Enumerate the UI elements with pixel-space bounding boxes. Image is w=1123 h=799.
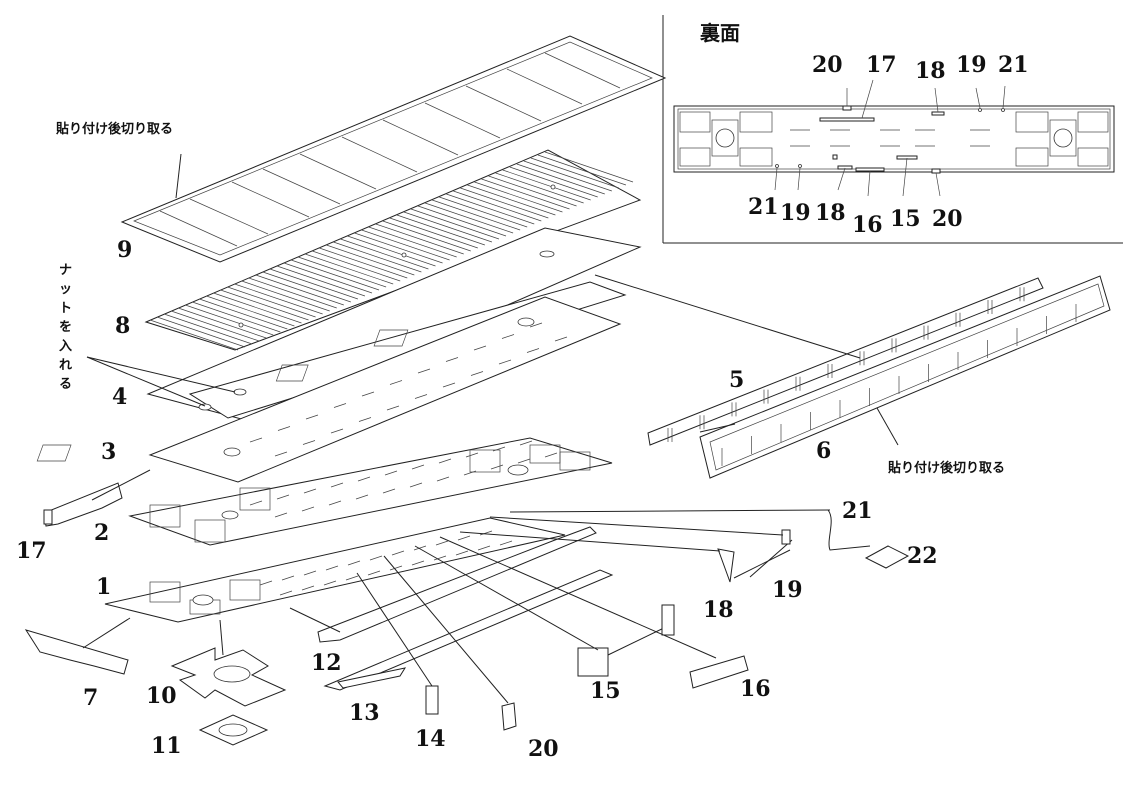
note-cut-after-side: 貼り付け後切り取る <box>888 460 1005 476</box>
part-13-step-rail <box>323 569 614 691</box>
inset-callout-19-bottom: 19 <box>780 200 811 226</box>
inset-callout-15: 15 <box>890 206 921 232</box>
part-9-roof-frame <box>120 35 667 263</box>
leader-lines <box>82 153 899 704</box>
inset-title: 裏面 <box>699 21 740 45</box>
note-nut-char: ナ <box>59 263 72 278</box>
note-nut-char: ッ <box>59 282 72 297</box>
callout-5: 5 <box>729 367 744 393</box>
callout-8: 8 <box>115 313 130 339</box>
part-5-side-panel <box>647 277 1044 446</box>
part-12-side-sill <box>317 526 597 643</box>
inset-callout-16: 16 <box>852 212 883 238</box>
part-3-floor-plate <box>36 296 622 483</box>
inset-bottom-callouts: 21 19 18 16 15 20 <box>748 194 963 238</box>
note-cut-after-roof: 貼り付け後切り取る <box>56 121 173 137</box>
callout-2: 2 <box>94 520 109 546</box>
note-nut-char: れ <box>59 358 72 373</box>
part-16-bracket <box>689 655 749 689</box>
part-22-plate <box>864 545 910 569</box>
callout-22: 22 <box>907 543 938 569</box>
note-nut-char: る <box>59 377 72 392</box>
inset-callout-18-bottom: 18 <box>815 200 846 226</box>
part-2-lower-floor <box>128 437 613 546</box>
part-6-side-window-frame <box>699 275 1111 479</box>
part-15-connector <box>577 604 675 677</box>
inset-callout-20-bottom: 20 <box>932 206 963 232</box>
callout-11: 11 <box>151 733 182 759</box>
callout-7: 7 <box>83 685 98 711</box>
note-nut-char: ト <box>59 301 72 316</box>
callout-1: 1 <box>96 574 111 600</box>
inset-callout-19-top: 19 <box>956 52 987 78</box>
callout-10: 10 <box>146 683 177 709</box>
inset-leaders <box>774 79 1006 197</box>
inset-callout-18-top: 18 <box>915 58 946 84</box>
callout-17: 17 <box>16 538 47 564</box>
bottom-view-inset: 裏面 <box>662 15 1123 244</box>
note-nut-char: 入 <box>59 339 72 354</box>
callout-4: 4 <box>112 384 127 410</box>
part-10-bogie-plate <box>170 647 287 707</box>
inset-callout-21-bottom: 21 <box>748 194 779 220</box>
inset-top-callouts: 20 17 18 19 21 <box>812 52 1029 84</box>
callout-13: 13 <box>349 700 380 726</box>
inset-callout-20-top: 20 <box>812 52 843 78</box>
part-19-rod <box>749 529 793 578</box>
note-nut-char: を <box>59 320 72 335</box>
callout-12: 12 <box>311 650 342 676</box>
part-callouts: 9 8 4 3 2 17 1 7 10 11 12 13 14 20 15 16… <box>16 237 938 762</box>
callout-3: 3 <box>101 439 116 465</box>
callout-16: 16 <box>740 676 771 702</box>
part-11-bogie-base <box>198 714 269 746</box>
callout-14: 14 <box>415 726 446 752</box>
callout-20: 20 <box>528 736 559 762</box>
callout-21: 21 <box>842 498 873 524</box>
callout-18: 18 <box>703 597 734 623</box>
inset-callout-21-top: 21 <box>998 52 1029 78</box>
callout-6: 6 <box>816 438 831 464</box>
callout-9: 9 <box>117 237 132 263</box>
part-8-roof <box>144 149 642 351</box>
part-14-clip <box>425 685 439 715</box>
part-17-bracket <box>43 482 123 527</box>
part-7-end-plate <box>24 629 129 675</box>
inset-underframe <box>673 105 1115 174</box>
part-20-clip <box>501 702 517 731</box>
note-insert-nut: ナ ッ ト を 入 れ る <box>59 263 72 392</box>
inset-callout-17: 17 <box>866 52 897 78</box>
part-1-chassis <box>104 517 566 623</box>
part-21-wire <box>827 509 871 551</box>
callout-19: 19 <box>772 577 803 603</box>
part-18-mount <box>717 548 791 583</box>
callout-15: 15 <box>590 678 621 704</box>
